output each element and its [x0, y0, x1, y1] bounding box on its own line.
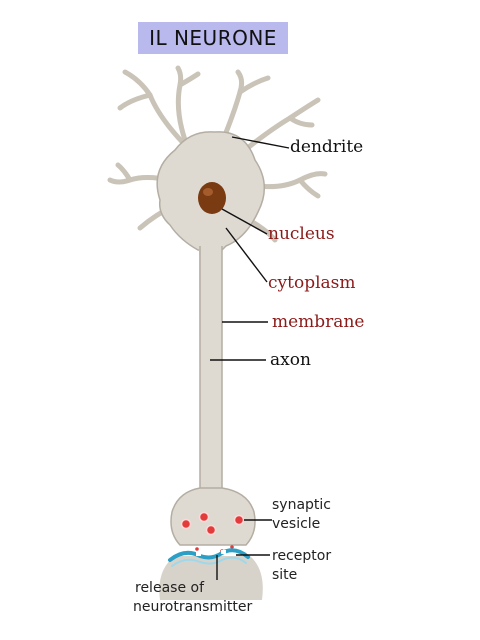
label-axon: axon [270, 350, 311, 370]
label-membrane: membrane [272, 312, 364, 332]
label-dendrite: dendrite [290, 137, 363, 157]
label-synaptic-vesicle-line1: synaptic [272, 497, 331, 513]
receptor-site [168, 548, 250, 562]
label-cytoplasm: cytoplasm [268, 273, 356, 293]
label-nucleus: nucleus [268, 224, 335, 244]
nucleus-body [198, 182, 226, 214]
leader-lines [210, 136, 290, 580]
axon-terminal [170, 487, 256, 546]
diagram-title: IL NEURONE [138, 22, 288, 54]
label-release-line2: neurotransmitter [133, 599, 252, 615]
label-synaptic-vesicle-line2: vesicle [272, 516, 320, 532]
axon-shaft [199, 244, 222, 492]
synaptic-vesicles [180, 511, 245, 536]
label-release-line1: release of [135, 580, 205, 596]
label-receptor-site-line2: site [272, 567, 297, 583]
dendrites [107, 65, 328, 243]
label-receptor-site-line1: receptor [272, 548, 331, 564]
postsynaptic-membrane [159, 556, 263, 600]
